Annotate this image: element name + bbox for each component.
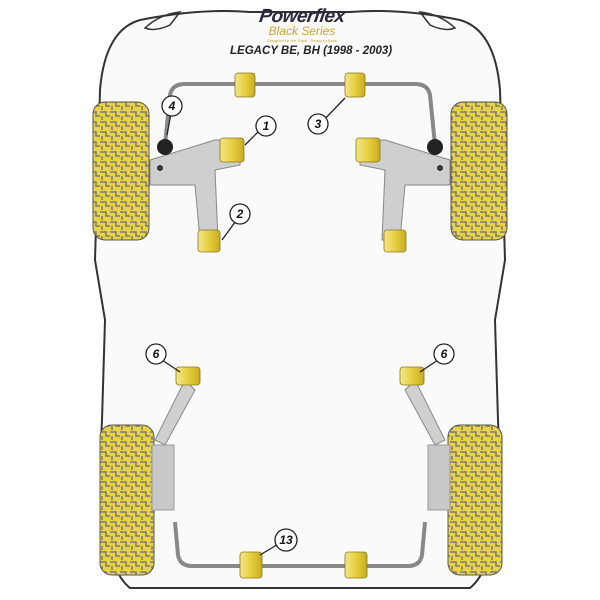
callout-2 (229, 203, 251, 225)
callout-6-left (145, 343, 167, 365)
bushes (175, 72, 425, 579)
callout-13 (274, 528, 298, 552)
callout-label: 6 (441, 347, 448, 361)
callout-label: 1 (263, 119, 270, 133)
rear-right-wheel (447, 424, 503, 576)
callout-label: 4 (168, 99, 176, 113)
front-left-wheel (92, 101, 150, 241)
diagram-title: LEGACY BE, BH (1998 - 2003) (230, 45, 393, 57)
callout-1 (255, 115, 277, 137)
callout-label: 3 (315, 117, 322, 131)
rear-left-wheel (99, 424, 155, 576)
callout-label: 13 (279, 533, 293, 547)
front-anti-roll-bar (163, 82, 437, 146)
rear-anti-roll-bar (173, 521, 427, 568)
callout-label: 2 (236, 207, 244, 221)
logo-tagline: Designed for the Track - Ready to Race (266, 38, 338, 43)
callout-4 (161, 95, 183, 117)
callout-label: 6 (153, 347, 160, 361)
front-right-wheel (450, 101, 508, 241)
callout-6-right (433, 343, 455, 365)
logo-series: Black Series (268, 24, 336, 38)
logo-brand: Powerflex (257, 6, 347, 27)
callout-3 (307, 113, 329, 135)
powerflex-logo: Powerflex Black Series Designed for the … (232, 6, 372, 43)
